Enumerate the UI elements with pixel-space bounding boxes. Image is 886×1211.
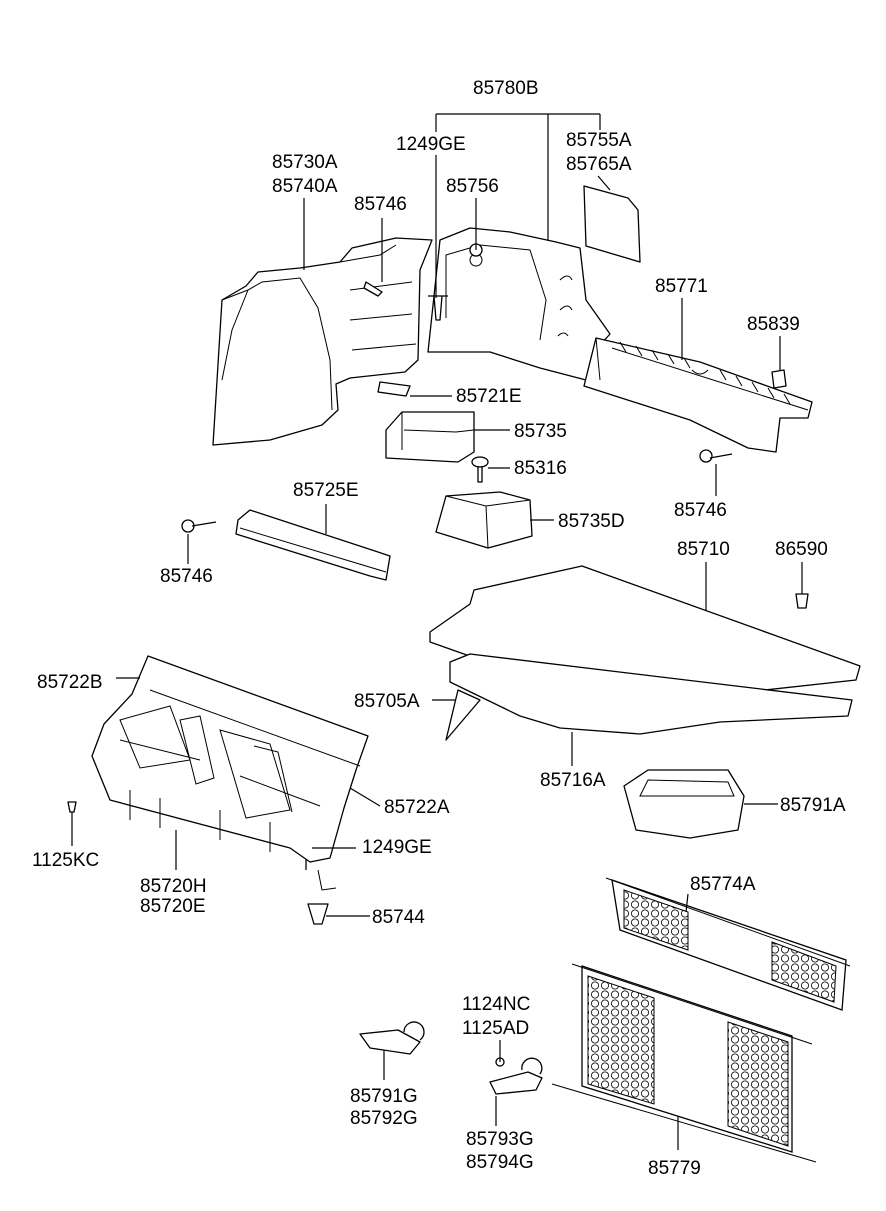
label-85746-b: 85746 [674,500,727,521]
label-85725E: 85725E [293,480,359,501]
label-85756: 85756 [446,176,499,197]
label-85792G: 85792G [350,1108,418,1129]
leader-lines [71,113,803,1150]
label-85771: 85771 [655,276,708,297]
label-85791G: 85791G [350,1086,418,1107]
trim-cover-drawing [583,185,641,263]
label-1249GE-top: 1249GE [396,134,466,155]
label-85705A: 85705A [354,691,420,712]
cargo-net-85779-drawing [551,963,817,1163]
label-85735: 85735 [514,421,567,442]
label-85720E: 85720E [140,896,206,917]
label-85793G: 85793G [466,1129,534,1150]
label-86590: 86590 [775,539,828,560]
label-85744: 85744 [372,907,425,928]
label-85735D: 85735D [558,511,625,532]
label-85316: 85316 [514,458,567,479]
label-1249GE-bottom: 1249GE [362,837,432,858]
label-85779: 85779 [648,1158,701,1179]
label-85755A: 85755A [566,130,632,151]
label-85765A: 85765A [566,154,632,175]
label-85740A: 85740A [272,176,338,197]
label-1125KC: 1125KC [32,850,99,871]
label-85716A: 85716A [540,770,606,791]
label-85722B: 85722B [37,672,103,693]
hook-85791G-drawing [359,1021,425,1055]
label-85746-a: 85746 [354,194,407,215]
cargo-net-85774A-drawing [605,877,851,1011]
center-trunk-trim-drawing [427,227,611,381]
hook-85793G-drawing [489,1057,543,1095]
label-85746-c: 85746 [160,566,213,587]
label-85791A: 85791A [780,795,846,816]
label-1124NC: 1124NC [462,994,530,1015]
label-85721E: 85721E [456,386,522,407]
left-side-trunk-trim-drawing [212,237,433,446]
rear-back-panel-drawing [91,655,369,891]
storage-box-85735-drawing [385,411,475,463]
label-85720H: 85720H [140,876,207,897]
label-1125AD: 1125AD [462,1018,529,1039]
clip-85839-drawing [771,369,787,389]
label-85722A: 85722A [384,797,450,818]
label-85794G: 85794G [466,1152,534,1173]
label-85730A: 85730A [272,152,338,173]
cup-holder-85791A-drawing [623,769,745,839]
screw-fasteners-drawing [67,243,809,925]
bracket-85725E-drawing [235,509,391,581]
label-85780B: 85780B [473,78,539,99]
label-85710: 85710 [677,539,730,560]
rear-sill-trim-drawing [583,337,813,453]
storage-box-85735D-drawing [435,491,533,549]
package-tray-drawing [429,565,861,741]
label-85774A: 85774A [690,874,756,895]
label-85839: 85839 [747,314,800,335]
